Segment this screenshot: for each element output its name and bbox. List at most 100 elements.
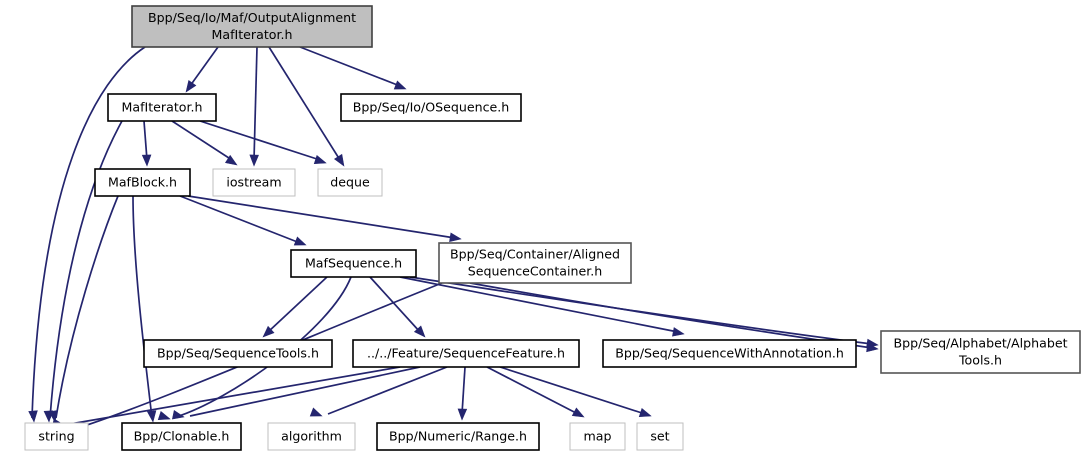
- edge-mafblock-to-clonable: [132, 195, 157, 423]
- node-label-line1: MafIterator.h: [122, 100, 203, 115]
- node-box[interactable]: [569, 422, 626, 451]
- node-label-line2: SequenceContainer.h: [468, 264, 603, 279]
- edge-line: [499, 366, 646, 415]
- edge-line: [253, 46, 258, 161]
- node-box[interactable]: [352, 339, 580, 368]
- node-string[interactable]: string: [24, 422, 89, 451]
- node-mafblock[interactable]: MafBlock.h: [94, 168, 191, 197]
- node-box[interactable]: [438, 242, 632, 284]
- arrowhead-icon: [262, 325, 275, 338]
- arrowhead-icon: [185, 80, 197, 93]
- node-box[interactable]: [107, 93, 217, 122]
- node-label-line1: set: [650, 429, 669, 444]
- arrowhead-icon: [313, 154, 327, 165]
- arrowhead-icon: [672, 327, 685, 337]
- arrowhead-icon: [393, 80, 407, 90]
- edge-line: [299, 46, 401, 87]
- node-osequence[interactable]: Bpp/Seq/Io/OSequence.h: [340, 93, 522, 122]
- node-box[interactable]: [212, 168, 296, 197]
- node-seqtools[interactable]: Bpp/Seq/SequenceTools.h: [143, 339, 333, 368]
- node-box[interactable]: [24, 422, 89, 451]
- node-box[interactable]: [131, 5, 373, 48]
- node-box[interactable]: [94, 168, 191, 197]
- edge-line: [132, 195, 153, 419]
- arrowhead-icon: [141, 154, 152, 167]
- edge-root-to-string: [28, 46, 146, 423]
- node-algorithm[interactable]: algorithm: [267, 422, 356, 451]
- edge-line: [267, 276, 328, 333]
- edge-mafblock-to-string: [48, 195, 119, 423]
- node-box[interactable]: [880, 330, 1081, 374]
- edge-root-to-mafiter: [185, 46, 219, 93]
- node-deque[interactable]: deque: [317, 168, 383, 197]
- edge-mafiter-to-deque: [199, 120, 327, 165]
- edge-line: [49, 120, 123, 419]
- node-root[interactable]: Bpp/Seq/Io/Maf/OutputAlignmentMafIterato…: [131, 5, 373, 48]
- node-label-line1: ../../Feature/SequenceFeature.h: [367, 346, 565, 361]
- edge-mafiter-to-mafblock: [141, 120, 152, 167]
- node-box[interactable]: [317, 168, 383, 197]
- arrowhead-icon: [48, 410, 58, 423]
- arrowhead-icon: [449, 232, 462, 242]
- node-label-line1: string: [38, 429, 74, 444]
- arrowhead-icon: [333, 153, 345, 167]
- node-label-line1: Bpp/Clonable.h: [134, 429, 230, 444]
- node-seqwithann[interactable]: Bpp/Seq/SequenceWithAnnotation.h: [602, 339, 857, 368]
- edge-line: [64, 282, 443, 433]
- node-label-line1: MafBlock.h: [108, 175, 177, 190]
- node-range[interactable]: Bpp/Numeric/Range.h: [376, 422, 540, 451]
- node-clonable[interactable]: Bpp/Clonable.h: [121, 422, 242, 451]
- edge-line: [31, 46, 146, 419]
- arrowhead-icon: [457, 408, 468, 421]
- node-box[interactable]: [143, 339, 333, 368]
- node-box[interactable]: [121, 422, 242, 451]
- edge-line: [369, 276, 421, 333]
- edge-seqfeat-to-range: [457, 366, 468, 421]
- edge-line: [189, 366, 421, 417]
- edge-line: [409, 276, 873, 345]
- arrowhead-icon: [413, 325, 426, 338]
- nodes-layer: Bpp/Seq/Io/Maf/OutputAlignmentMafIterato…: [24, 5, 1081, 451]
- node-set[interactable]: set: [636, 422, 684, 451]
- edge-line: [189, 46, 219, 87]
- arrowhead-icon: [309, 407, 323, 417]
- node-seqfeat[interactable]: ../../Feature/SequenceFeature.h: [352, 339, 580, 368]
- node-box[interactable]: [340, 93, 522, 122]
- node-box[interactable]: [376, 422, 540, 451]
- node-box[interactable]: [290, 249, 417, 278]
- node-label-line1: Bpp/Seq/SequenceTools.h: [157, 346, 319, 361]
- edge-mafseq-to-seqfeat: [369, 276, 426, 338]
- node-label-line1: Bpp/Seq/SequenceWithAnnotation.h: [615, 346, 844, 361]
- node-label-line1: Bpp/Seq/Container/Aligned: [450, 247, 620, 262]
- node-map[interactable]: map: [569, 422, 626, 451]
- arrowhead-icon: [146, 410, 157, 423]
- node-box[interactable]: [636, 422, 684, 451]
- edge-line: [187, 195, 456, 239]
- node-label-line1: iostream: [226, 175, 281, 190]
- edge-line: [399, 276, 679, 333]
- edge-line: [268, 46, 341, 161]
- edge-line: [69, 366, 401, 425]
- edge-line: [171, 120, 233, 161]
- node-box[interactable]: [602, 339, 857, 368]
- node-label-line1: algorithm: [281, 429, 342, 444]
- node-alignedsc[interactable]: Bpp/Seq/Container/AlignedSequenceContain…: [438, 242, 632, 284]
- node-box[interactable]: [267, 422, 356, 451]
- arrowhead-icon: [638, 407, 652, 418]
- edge-mafiter-to-string: [43, 120, 123, 423]
- edge-mafseq-to-seqtools: [262, 276, 328, 338]
- node-mafiter[interactable]: MafIterator.h: [107, 93, 217, 122]
- edge-seqfeat-to-clonable: [172, 366, 421, 420]
- arrowhead-icon: [249, 154, 259, 167]
- edge-seqfeat-to-set: [499, 366, 652, 418]
- node-mafseq[interactable]: MafSequence.h: [290, 249, 417, 278]
- edge-mafiter-to-iostream: [171, 120, 238, 166]
- node-iostream[interactable]: iostream: [212, 168, 296, 197]
- edge-line: [143, 120, 148, 161]
- edge-root-to-deque: [268, 46, 345, 167]
- edge-root-to-osequence: [299, 46, 407, 90]
- arrowhead-icon: [157, 410, 171, 421]
- node-label-line1: Bpp/Numeric/Range.h: [389, 429, 527, 444]
